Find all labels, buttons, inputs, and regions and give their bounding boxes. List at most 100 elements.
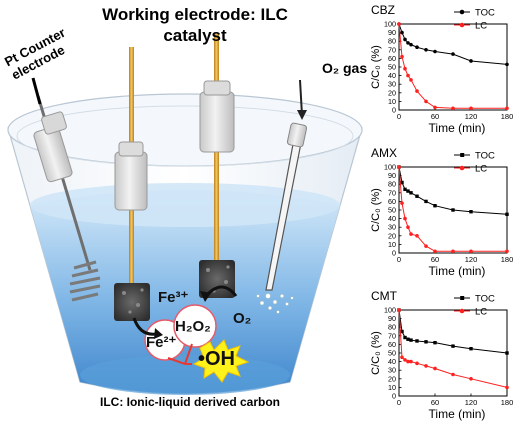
data-point-toc [451,52,455,56]
data-point-lc [451,372,455,377]
legend-marker [459,165,465,171]
data-point-lc [415,234,419,238]
legend-marker [460,153,465,157]
legend-label: LC [475,164,487,175]
data-point-lc [409,359,413,364]
data-point-toc [505,212,509,216]
x-tick-label: 0 [397,112,401,121]
chart-title: AMX [371,146,397,160]
data-point-lc [397,308,401,312]
legend-label: LC [475,307,487,318]
data-point-toc [409,338,413,342]
pt-counter-electrode [31,77,101,302]
x-tick-label: 60 [431,255,439,264]
legend-marker [460,296,465,300]
y-tick-label: 30 [388,80,396,89]
legend-label: TOC [475,8,495,19]
data-point-toc [424,199,428,204]
reactor-scene [7,33,363,395]
data-point-toc [433,49,437,54]
plot-frame [398,23,508,111]
data-point-lc [397,165,401,169]
y-tick-label: 60 [388,340,396,349]
data-point-lc [424,99,428,104]
series-line-toc [398,166,508,215]
y-tick-label: 20 [388,231,396,240]
data-point-lc [469,249,473,254]
data-point-toc [403,187,407,192]
y-tick-label: 60 [388,197,396,206]
x-tick-label: 120 [465,255,478,264]
y-tick-label: 80 [388,323,396,332]
data-point-toc [469,210,473,214]
y-tick-label: 30 [388,223,396,232]
data-point-lc [400,355,404,360]
y-tick-label: 40 [388,357,396,366]
data-point-toc [403,37,407,42]
data-point-toc [451,344,455,348]
y-tick-label: 50 [388,206,396,215]
chart-title: CMT [371,289,398,303]
y-tick-label: 90 [388,28,396,37]
x-tick-label: 60 [431,112,439,121]
y-tick-label: 0 [392,392,396,401]
data-point-lc [433,249,437,254]
data-point-lc [409,232,413,236]
y-tick-label: 30 [388,366,396,375]
legend-marker [459,22,465,28]
y-tick-label: 10 [388,97,396,106]
y-axis-label: C/C₀ (%) [370,331,382,375]
data-point-toc [400,329,404,334]
data-point-toc [406,41,410,45]
y-tick-label: 40 [388,71,396,80]
fenton-arrow [167,343,193,365]
data-point-toc [409,191,413,195]
data-point-toc [424,340,428,344]
y-tick-label: 60 [388,54,396,63]
x-tick-label: 120 [465,112,478,121]
legend-label: LC [475,21,487,32]
y-tick-label: 10 [388,240,396,249]
data-point-toc [406,337,410,341]
y-tick-label: 100 [384,163,396,172]
data-point-lc [403,66,407,71]
fe-cycle-arrow [132,317,157,336]
data-point-toc [400,180,404,185]
data-point-lc [406,359,410,364]
o2-label: O₂ [233,310,252,327]
h2o2-circle [173,304,217,348]
working-electrode-left [114,47,150,321]
data-point-lc [400,54,404,59]
x-tick-label: 180 [501,255,514,264]
data-point-toc [451,208,455,212]
data-point-lc [433,366,437,371]
y-tick-label: 10 [388,383,396,392]
y-tick-label: 50 [388,349,396,358]
data-point-toc [406,189,410,193]
data-point-lc [505,106,509,111]
oh-radical-burst [192,339,250,383]
working-electrode-label: Working electrode: ILC catalyst [102,5,288,45]
water-surface [30,183,340,227]
data-point-lc [400,201,404,205]
y-tick-label: 20 [388,88,396,97]
series-line-toc [398,23,508,65]
data-point-lc [505,385,509,390]
y-tick-label: 90 [388,314,396,323]
data-point-toc [415,339,419,343]
x-tick-label: 0 [397,398,401,407]
y-tick-label: 80 [388,37,396,46]
legend-label: TOC [475,151,495,162]
data-point-lc [403,216,407,221]
data-point-lc [406,73,410,78]
data-point-lc [397,22,401,26]
y-tick-label: 100 [384,20,396,29]
y-tick-label: 40 [388,214,396,223]
y-tick-label: 70 [388,45,396,54]
data-point-toc [433,340,437,345]
x-tick-label: 180 [501,112,514,121]
series-line-lc [398,23,507,109]
fe2-label: Fe²⁺ [146,334,177,351]
chart-title: CBZ [371,3,395,17]
x-axis-label: Time (min) [429,121,486,135]
